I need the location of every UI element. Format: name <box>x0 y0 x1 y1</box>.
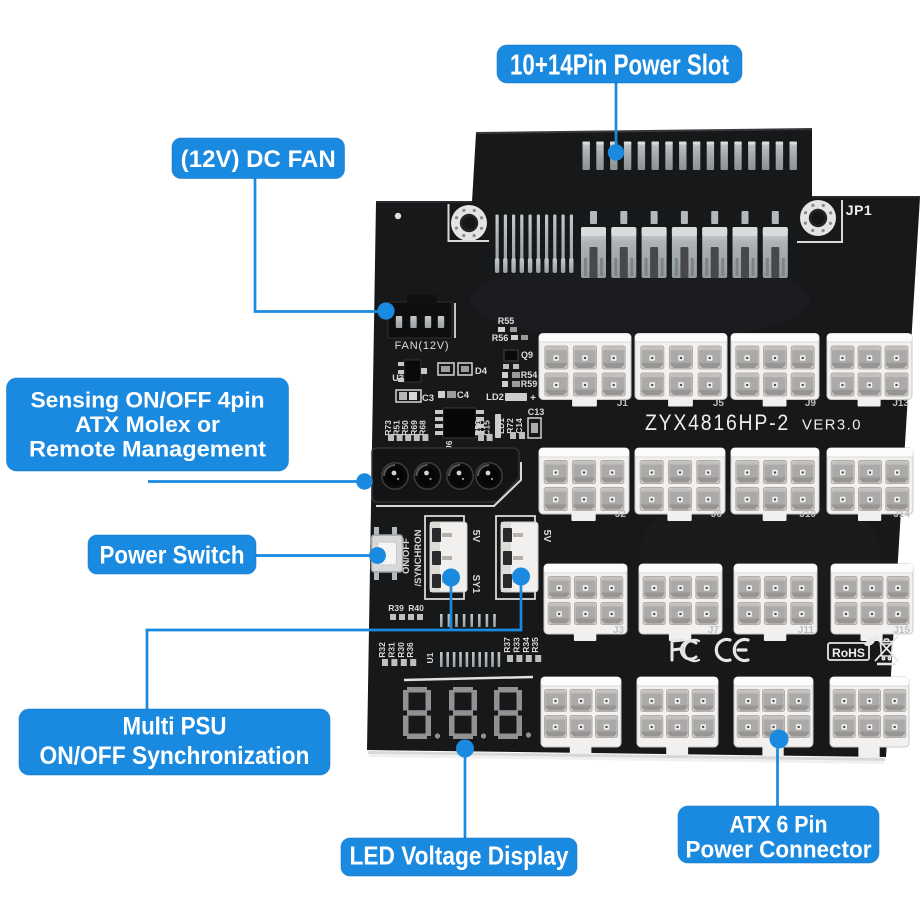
svg-text:J5: J5 <box>713 398 725 409</box>
svg-text:Sensing ON/OFF 4pin: Sensing ON/OFF 4pin <box>31 388 265 413</box>
svg-text:R40: R40 <box>408 603 424 613</box>
svg-text:R39: R39 <box>388 603 404 613</box>
svg-text:C13: C13 <box>528 407 545 417</box>
svg-text:LD2: LD2 <box>486 392 504 403</box>
svg-text:R59: R59 <box>521 379 538 389</box>
svg-text:R37: R37 <box>502 637 512 653</box>
svg-text:+: + <box>530 393 536 404</box>
svg-text:U6: U6 <box>444 440 454 451</box>
svg-text:D4: D4 <box>475 366 488 377</box>
svg-text:10+14Pin Power Slot: 10+14Pin Power Slot <box>510 50 729 82</box>
svg-text:RoHS: RoHS <box>832 648 865 660</box>
svg-text:J7: J7 <box>708 625 720 636</box>
svg-text:R54: R54 <box>521 370 538 380</box>
svg-text:ON/OFF: ON/OFF <box>401 538 412 574</box>
svg-text:FAN(12V): FAN(12V) <box>395 340 450 352</box>
svg-text:JP1: JP1 <box>846 202 872 218</box>
svg-text:J1: J1 <box>617 398 629 409</box>
svg-text:R73: R73 <box>383 420 393 436</box>
svg-text:5V: 5V <box>541 530 553 543</box>
svg-text:C4: C4 <box>457 390 470 401</box>
svg-text:Power Switch: Power Switch <box>100 542 245 570</box>
svg-text:R56: R56 <box>492 333 509 343</box>
svg-text:ON/OFF Synchronization: ON/OFF Synchronization <box>40 742 310 770</box>
svg-text:R55: R55 <box>498 316 515 326</box>
svg-text:R30: R30 <box>396 642 406 658</box>
svg-text:R33: R33 <box>511 637 521 653</box>
svg-text:R51: R51 <box>392 420 402 436</box>
svg-text:R32: R32 <box>377 642 387 658</box>
svg-text:R35: R35 <box>530 637 540 653</box>
svg-text:ATX 6 Pin: ATX 6 Pin <box>730 812 828 839</box>
svg-text:ZYX4816HP-2: ZYX4816HP-2 <box>645 410 790 435</box>
svg-text:J9: J9 <box>805 398 817 409</box>
svg-text:C15: C15 <box>482 420 492 436</box>
svg-text:J13: J13 <box>892 398 909 409</box>
svg-text:(12V) DC FAN: (12V) DC FAN <box>181 146 336 173</box>
svg-text:5V: 5V <box>470 530 482 543</box>
svg-text:J2: J2 <box>615 509 627 520</box>
svg-text:J10: J10 <box>799 509 816 520</box>
svg-text:LED Voltage Display: LED Voltage Display <box>350 841 569 871</box>
svg-text:R50: R50 <box>400 420 410 436</box>
svg-text:/SYNCHRON: /SYNCHRON <box>413 529 424 586</box>
svg-text:R68: R68 <box>417 420 427 436</box>
svg-text:C3: C3 <box>422 393 434 404</box>
svg-text:J11: J11 <box>798 625 815 636</box>
svg-text:C14: C14 <box>514 418 524 434</box>
svg-text:Multi PSU: Multi PSU <box>123 713 227 741</box>
svg-text:Q9: Q9 <box>521 350 533 360</box>
svg-text:R69: R69 <box>409 420 419 436</box>
svg-text:R72: R72 <box>505 418 515 434</box>
svg-text:R31: R31 <box>386 642 396 658</box>
svg-text:J14: J14 <box>893 509 910 520</box>
svg-text:VER3.0: VER3.0 <box>802 417 862 434</box>
svg-text:Power Connector: Power Connector <box>686 837 872 864</box>
svg-text:R36: R36 <box>405 642 415 658</box>
svg-text:J6: J6 <box>711 509 723 520</box>
svg-text:Remote Management: Remote Management <box>29 437 267 462</box>
svg-text:J3: J3 <box>613 625 625 636</box>
svg-text:ATX Molex or: ATX Molex or <box>75 412 220 437</box>
svg-text:J15: J15 <box>893 625 910 636</box>
svg-text:U1: U1 <box>425 652 435 663</box>
svg-text:R34: R34 <box>521 637 531 653</box>
svg-text:LD1: LD1 <box>496 418 506 434</box>
svg-text:R58: R58 <box>473 420 483 436</box>
svg-text:SY1: SY1 <box>470 575 481 594</box>
